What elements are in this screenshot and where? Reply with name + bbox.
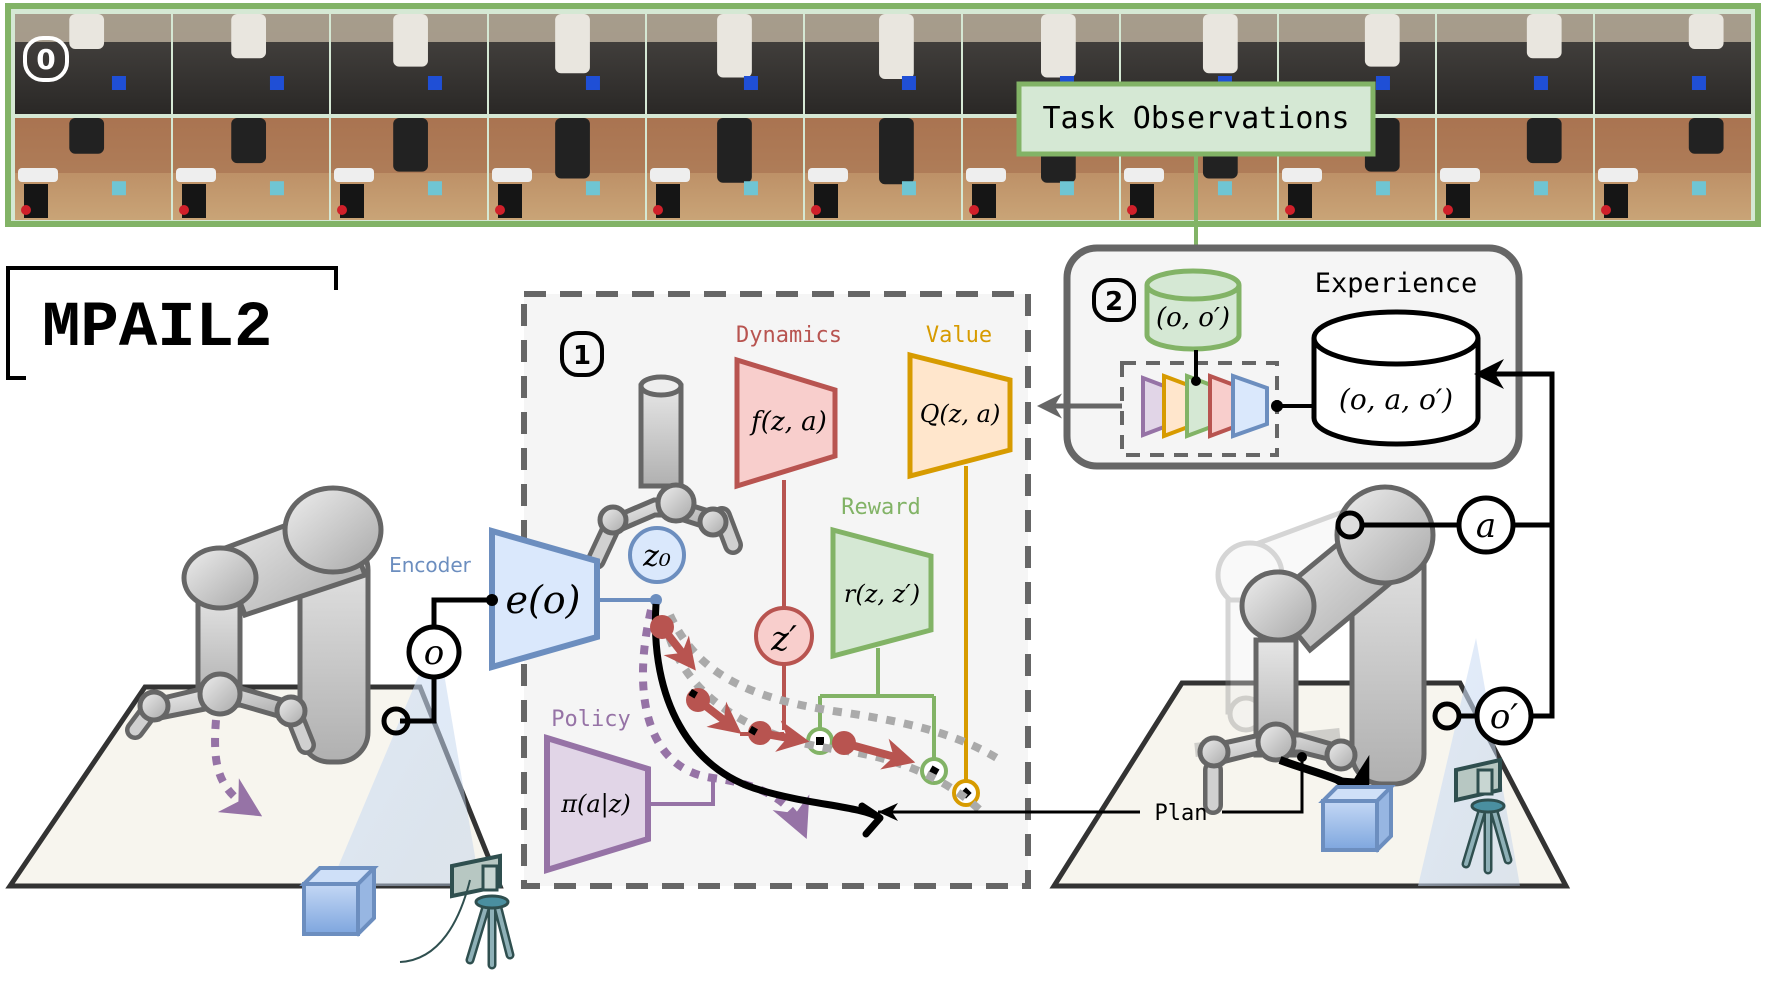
dynamics-formula: f(z, a) bbox=[749, 407, 827, 437]
observation-frame bbox=[173, 118, 329, 220]
observation-frame bbox=[489, 14, 645, 114]
gripper-icon bbox=[586, 374, 743, 570]
left-cube bbox=[299, 866, 379, 937]
observation-frame bbox=[1595, 14, 1751, 114]
policy-rollout-path bbox=[638, 609, 810, 840]
demo-motion-path bbox=[211, 719, 263, 817]
observation-row-bottom bbox=[15, 118, 1751, 220]
page-title: MPAIL2 bbox=[42, 293, 272, 365]
step-2-label: 2 bbox=[1105, 287, 1123, 317]
action-node: a bbox=[1456, 495, 1516, 555]
dynamics-step-2 bbox=[686, 688, 742, 734]
task-observations-strip: 0 Task Observations bbox=[5, 3, 1761, 277]
value-label: Value bbox=[926, 323, 992, 348]
observation-label: o bbox=[424, 633, 444, 673]
experience-panel: 2 Experience (o, o′) (o, a, o′) bbox=[1037, 244, 1523, 470]
trajectory-band-upper bbox=[666, 613, 1003, 764]
step-1-label: 1 bbox=[573, 341, 591, 371]
experience-label: Experience bbox=[1315, 268, 1478, 299]
camera-output-port bbox=[381, 706, 411, 736]
observation-frame bbox=[1437, 14, 1593, 114]
step-0-label: 0 bbox=[36, 43, 55, 76]
policy-label: Policy bbox=[551, 707, 630, 732]
initial-latent-label: z₀ bbox=[642, 539, 671, 574]
next-latent-node: z′ bbox=[754, 606, 814, 666]
plan-label: Plan bbox=[1155, 801, 1208, 826]
right-camera-icon bbox=[1454, 757, 1513, 875]
encoder-formula: e(o) bbox=[505, 578, 580, 622]
observation-frame bbox=[489, 118, 645, 220]
dynamics-step-4 bbox=[832, 731, 916, 770]
mini-encoder-net bbox=[1231, 373, 1269, 439]
observation-frame bbox=[647, 118, 803, 220]
dynamics-step-1 bbox=[650, 615, 696, 671]
step-2-badge: 2 bbox=[1092, 278, 1136, 322]
observation-node: o bbox=[406, 624, 462, 680]
step-1-badge: 1 bbox=[560, 331, 604, 377]
observation-frame bbox=[1595, 118, 1751, 220]
observation-frame bbox=[647, 14, 803, 114]
next-latent-label: z′ bbox=[770, 619, 797, 659]
encoder-label: Encoder bbox=[389, 553, 472, 577]
world-model-panel: 1 Dynamics f(z, a) z′ Value Q(z, bbox=[389, 291, 1031, 889]
observation-frame bbox=[331, 14, 487, 114]
experience-buffer-label: (o, a, o′) bbox=[1339, 383, 1453, 416]
reward-label: Reward bbox=[841, 495, 920, 520]
title-block: MPAIL2 bbox=[6, 266, 338, 380]
policy-network bbox=[544, 733, 651, 875]
step-0-badge: 0 bbox=[23, 36, 69, 82]
policy-formula: π(a|z) bbox=[560, 790, 631, 819]
observation-frame bbox=[173, 14, 329, 114]
observation-frame bbox=[331, 118, 487, 220]
dynamics-step-3 bbox=[748, 720, 810, 752]
task-observations-callout: Task Observations bbox=[1016, 81, 1376, 157]
camera-next-obs-port bbox=[1432, 701, 1462, 731]
dynamics-label: Dynamics bbox=[736, 323, 842, 348]
value-formula: Q(z, a) bbox=[920, 400, 1001, 428]
plan-curve bbox=[651, 603, 882, 822]
action-label: a bbox=[1476, 506, 1496, 546]
experience-buffer: (o, a, o′) bbox=[1311, 309, 1481, 447]
observation-frame bbox=[805, 14, 961, 114]
value-network bbox=[907, 351, 1013, 480]
encoder-network bbox=[489, 527, 600, 671]
arm-action-port bbox=[1335, 510, 1365, 540]
task-observations-label: Task Observations bbox=[1042, 101, 1349, 136]
dynamics-network bbox=[734, 356, 838, 490]
right-robot-scene: a o′ Plan bbox=[878, 374, 1571, 889]
left-camera-icon bbox=[399, 853, 515, 970]
observation-frame bbox=[15, 118, 171, 220]
next-observation-node: o′ bbox=[1474, 686, 1534, 746]
next-observation-label: o′ bbox=[1490, 697, 1518, 737]
left-camera-view-cone bbox=[330, 632, 480, 886]
observation-frame bbox=[1437, 118, 1593, 220]
observation-frame bbox=[15, 14, 171, 114]
right-cube bbox=[1318, 785, 1396, 853]
observation-row-top bbox=[15, 14, 1751, 114]
task-observation-buffer: (o, o′) bbox=[1144, 268, 1242, 352]
observation-frame bbox=[805, 118, 961, 220]
left-robot-scene: o bbox=[5, 485, 515, 970]
initial-latent-node: z₀ bbox=[628, 526, 686, 584]
task-buffer-label: (o, o′) bbox=[1156, 303, 1230, 333]
trajectory-band-lower bbox=[661, 619, 988, 818]
reward-formula: r(z, z′) bbox=[844, 580, 920, 608]
reward-network bbox=[830, 526, 934, 660]
